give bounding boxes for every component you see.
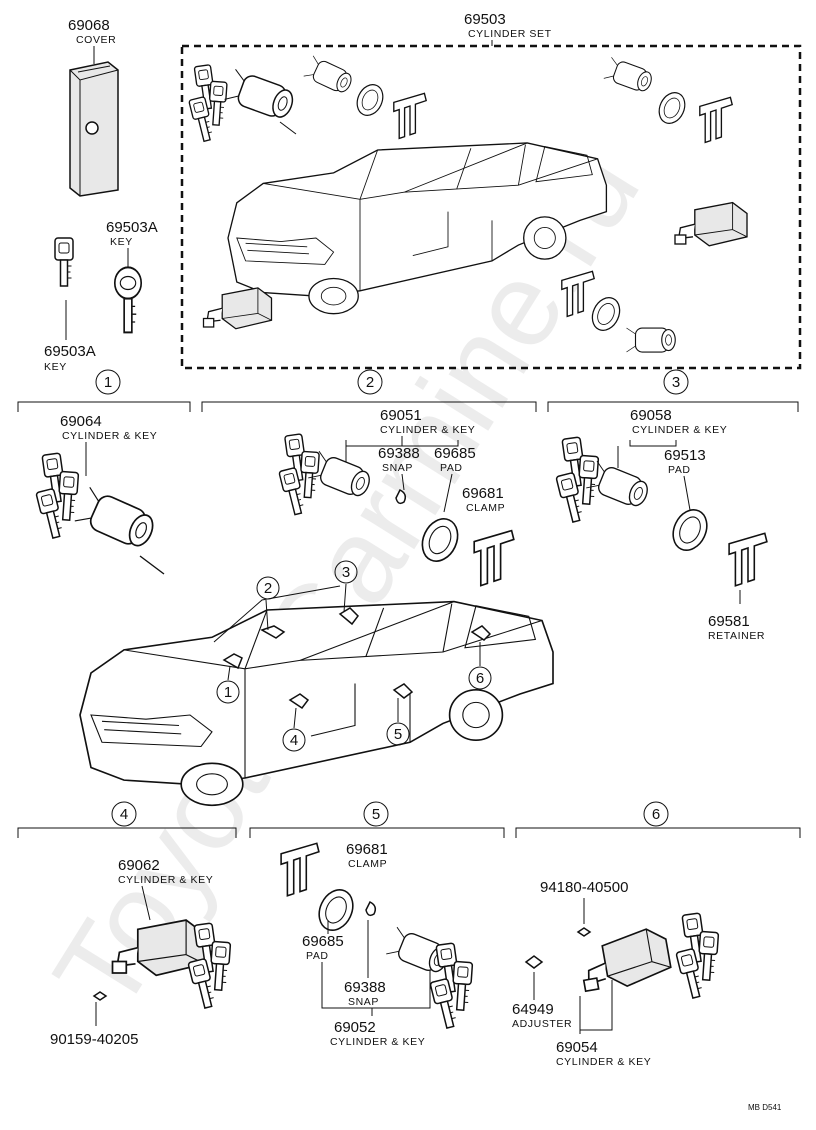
key-right-name: KEY: [110, 236, 133, 248]
cylinder-set-name: CYLINDER SET: [468, 28, 552, 40]
key-right-part-number: 69503A: [106, 219, 158, 236]
s3-pad-name: PAD: [668, 464, 691, 476]
callout-2: 2: [264, 580, 272, 597]
section-4-number: 4: [120, 806, 128, 823]
s6-adjuster-name: ADJUSTER: [512, 1018, 572, 1030]
vehicle-callouts: 1 2 3 4 5 6: [216, 560, 492, 752]
key-left-name: KEY: [44, 361, 67, 373]
s3-cylinder-key-part-number: 69058: [630, 407, 672, 424]
s5-pad-part-number: 69685: [302, 933, 344, 950]
s2-pad-name: PAD: [440, 462, 463, 474]
s5-clamp-part-number: 69681: [346, 841, 388, 858]
callout-5: 5: [394, 726, 402, 743]
s5-clamp-name: CLAMP: [348, 858, 387, 870]
s1-cylinder-key-part-number: 69064: [60, 413, 102, 430]
callout-1: 1: [224, 684, 232, 701]
s4-cylinder-key-part-number: 69062: [118, 857, 160, 874]
callout-3: 3: [342, 564, 350, 581]
s4-lock-drawing: [92, 919, 231, 1009]
s3-pad-part-number: 69513: [664, 447, 706, 464]
s4-screw-part-number: 90159-40205: [50, 1031, 138, 1048]
s2-lock-drawing: [279, 434, 515, 587]
s6-cylinder-key-name: CYLINDER & KEY: [556, 1056, 651, 1068]
cylinder-set-box: [180, 44, 802, 370]
key-69503A-right-drawing: [113, 266, 143, 334]
s3-retainer-part-number: 69581: [708, 613, 750, 630]
s5-snap-part-number: 69388: [344, 979, 386, 996]
s1-cylinder-key-name: CYLINDER & KEY: [62, 430, 157, 442]
s3-cylinder-key-name: CYLINDER & KEY: [632, 424, 727, 436]
s2-clamp-part-number: 69681: [462, 485, 504, 502]
key-69503A-left-drawing: [54, 237, 74, 287]
section-headers: 1 2 3 4 5 6: [17, 369, 801, 838]
s6-lock-drawing: [524, 913, 719, 999]
cover-drawing: [69, 61, 119, 197]
s2-clamp-name: CLAMP: [466, 502, 505, 514]
vehicle-drawing: [79, 583, 554, 807]
s6-adjuster-part-number: 64949: [512, 1001, 554, 1018]
cylinder-set-components: [189, 55, 748, 353]
s5-cylinder-key-part-number: 69052: [334, 1019, 376, 1036]
section-1-number: 1: [104, 374, 112, 391]
s4-cylinder-key-name: CYLINDER & KEY: [118, 874, 213, 886]
cylinder-set-part-number: 69503: [464, 11, 506, 28]
s2-snap-part-number: 69388: [378, 445, 420, 462]
s3-retainer-name: RETAINER: [708, 630, 765, 642]
s6-cylinder-key-part-number: 69054: [556, 1039, 598, 1056]
section-2-number: 2: [366, 374, 374, 391]
section-6-number: 6: [652, 806, 660, 823]
s5-cylinder-key-name: CYLINDER & KEY: [330, 1036, 425, 1048]
cover-part-number: 69068: [68, 17, 110, 34]
callout-6: 6: [476, 670, 484, 687]
section-3-number: 3: [672, 374, 680, 391]
s6-bolt-part-number: 94180-40500: [540, 879, 628, 896]
s2-pad-part-number: 69685: [434, 445, 476, 462]
callout-4: 4: [290, 732, 298, 749]
s3-lock-drawing: [556, 437, 768, 587]
s2-cylinder-key-part-number: 69051: [380, 407, 422, 424]
section-5-number: 5: [372, 806, 380, 823]
s5-snap-name: SNAP: [348, 996, 379, 1008]
s5-pad-name: PAD: [306, 950, 329, 962]
s1-cylinder-key-drawing: [36, 453, 165, 575]
drawing-code: MB D541: [748, 1103, 782, 1112]
s2-snap-name: SNAP: [382, 462, 413, 474]
key-left-part-number: 69503A: [44, 343, 96, 360]
cover-name: COVER: [76, 34, 116, 46]
s5-lock-drawing: [280, 842, 472, 1029]
s2-cylinder-key-name: CYLINDER & KEY: [380, 424, 475, 436]
